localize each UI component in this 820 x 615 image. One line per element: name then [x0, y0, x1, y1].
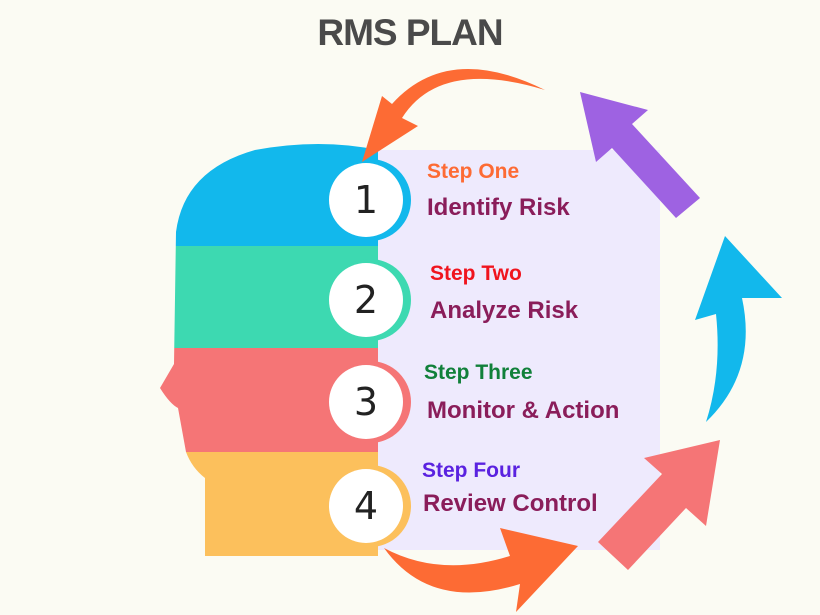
step-2-number: 2 — [329, 263, 403, 337]
step-3-title: Monitor & Action — [427, 397, 620, 424]
step-1-title: Identify Risk — [427, 194, 570, 221]
step-4-title: Review Control — [423, 490, 598, 517]
purple-arrow — [580, 92, 700, 218]
step-2-title: Analyze Risk — [430, 297, 579, 324]
orange-arrow-bottom — [384, 528, 578, 612]
page-title: RMS PLAN — [317, 12, 503, 53]
step-1-number: 1 — [329, 163, 403, 237]
orange-arrow-top — [362, 69, 545, 162]
step-2-label: Step Two — [430, 262, 522, 285]
steps-panel — [378, 150, 660, 550]
step-3-number: 3 — [329, 365, 403, 439]
pink-arrow — [598, 440, 720, 570]
step-3-label: Step Three — [424, 361, 533, 384]
step-1-label: Step One — [427, 160, 520, 183]
step-4-number: 4 — [329, 469, 403, 543]
blue-arrow — [695, 236, 782, 422]
step-4-label: Step Four — [422, 459, 520, 482]
